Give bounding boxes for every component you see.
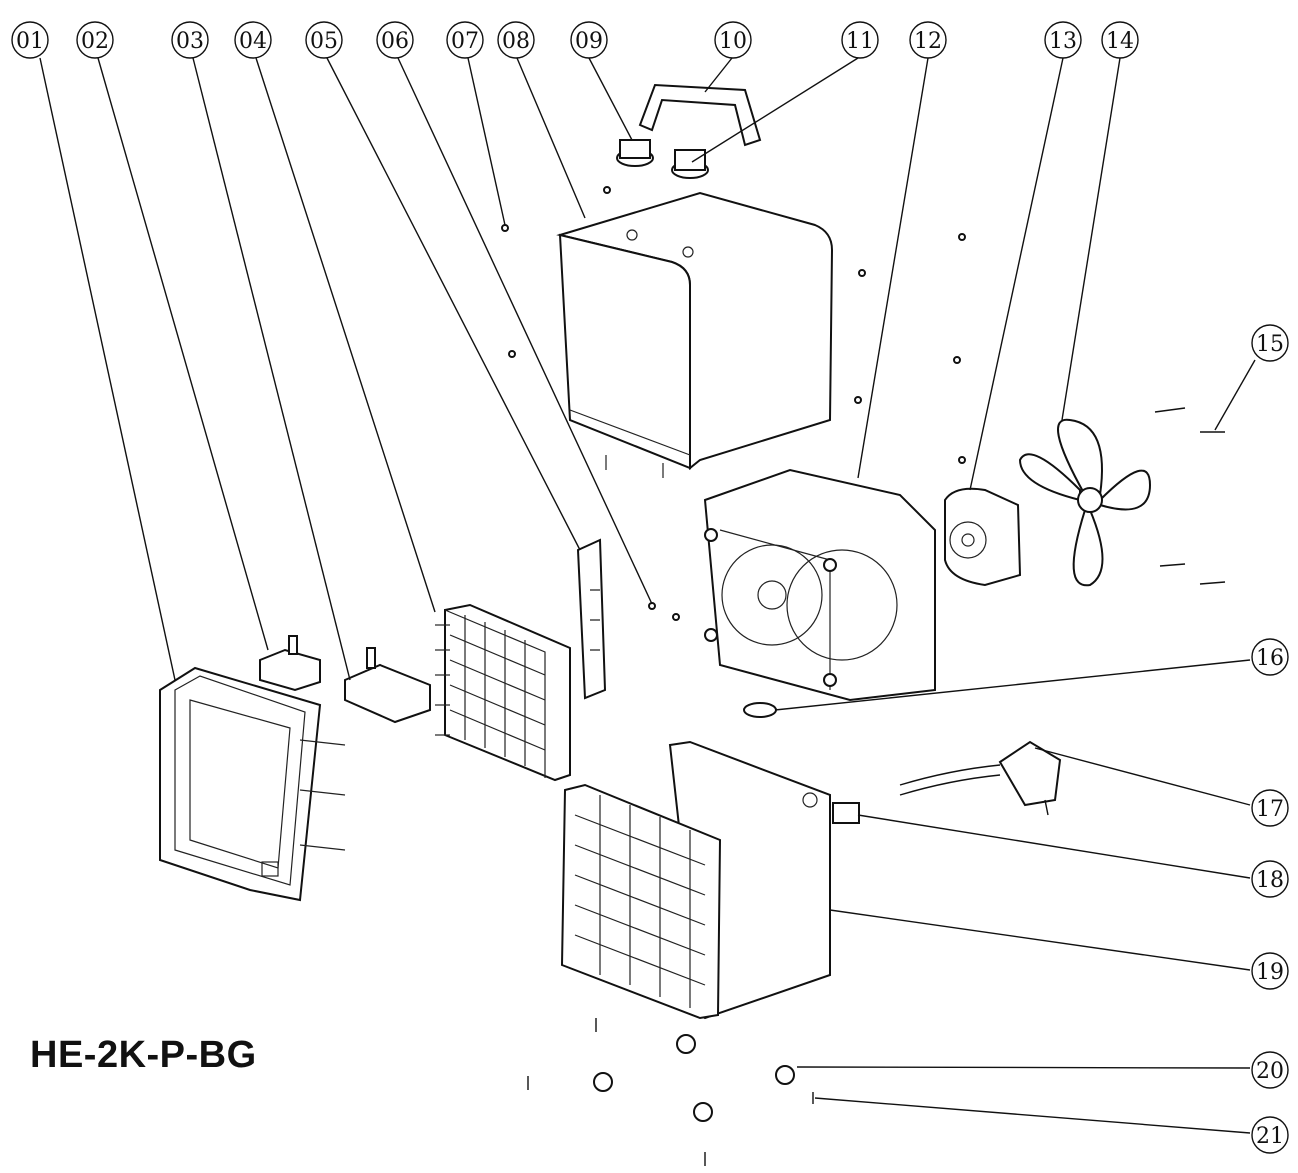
part-heating-element xyxy=(435,603,571,782)
callout-10: 10 xyxy=(714,21,752,59)
svg-text:10: 10 xyxy=(719,29,747,54)
svg-text:09: 09 xyxy=(575,29,603,54)
part-switch xyxy=(259,635,321,692)
svg-text:03: 03 xyxy=(176,29,204,54)
part-feet xyxy=(593,1034,795,1122)
part-fan-housing xyxy=(703,468,936,702)
svg-text:15: 15 xyxy=(1256,332,1284,357)
svg-text:11: 11 xyxy=(846,29,874,54)
callout-18: 18 xyxy=(1251,860,1289,898)
callout-14: 14 xyxy=(1101,21,1139,59)
part-fan-blade xyxy=(1018,418,1152,587)
part-knob-1 xyxy=(616,139,654,167)
part-grill-cage xyxy=(560,740,831,1020)
callout-02: 02 xyxy=(76,21,114,59)
svg-text:18: 18 xyxy=(1256,868,1284,893)
part-screws-bottom xyxy=(527,1018,814,1166)
svg-text:06: 06 xyxy=(381,29,409,54)
callout-11: 11 xyxy=(841,21,879,59)
callout-20: 20 xyxy=(1251,1051,1289,1089)
part-handle xyxy=(638,83,762,147)
svg-text:01: 01 xyxy=(16,29,44,54)
part-motor xyxy=(944,487,1022,587)
svg-text:05: 05 xyxy=(310,29,338,54)
callout-07: 07 xyxy=(446,21,484,59)
part-thermostat xyxy=(344,647,431,724)
part-screws-small xyxy=(648,602,680,621)
svg-text:02: 02 xyxy=(81,29,109,54)
callout-17: 17 xyxy=(1251,789,1289,827)
callout-08: 08 xyxy=(497,21,535,59)
svg-text:12: 12 xyxy=(914,29,942,54)
callout-21: 21 xyxy=(1251,1116,1289,1154)
callout-12: 12 xyxy=(909,21,947,59)
callout-19: 19 xyxy=(1251,952,1289,990)
part-top-housing xyxy=(556,191,834,471)
callout-06: 06 xyxy=(376,21,414,59)
svg-text:04: 04 xyxy=(239,29,267,54)
part-screws-fan xyxy=(1154,407,1226,585)
part-knob-2 xyxy=(671,149,709,179)
callout-13: 13 xyxy=(1044,21,1082,59)
part-thermal-cutout xyxy=(743,702,777,718)
svg-text:07: 07 xyxy=(451,29,479,54)
svg-text:17: 17 xyxy=(1256,797,1284,822)
svg-text:16: 16 xyxy=(1256,646,1284,671)
callout-03: 03 xyxy=(171,21,209,59)
callout-01: 01 xyxy=(11,21,49,59)
part-front-frame xyxy=(159,666,346,902)
part-bracket xyxy=(576,538,607,700)
callout-05: 05 xyxy=(305,21,343,59)
svg-text:08: 08 xyxy=(502,29,530,54)
leader-lines xyxy=(39,57,1256,1134)
callout-15: 15 xyxy=(1251,324,1289,362)
svg-text:14: 14 xyxy=(1106,29,1134,54)
svg-text:19: 19 xyxy=(1256,960,1284,985)
callout-16: 16 xyxy=(1251,638,1289,676)
svg-text:21: 21 xyxy=(1256,1124,1284,1149)
model-label: HE-2K-P-BG xyxy=(30,1034,257,1076)
callout-09: 09 xyxy=(570,21,608,59)
svg-text:20: 20 xyxy=(1256,1059,1284,1084)
part-connector xyxy=(832,802,860,824)
callout-04: 04 xyxy=(234,21,272,59)
svg-text:13: 13 xyxy=(1049,29,1077,54)
part-power-cord xyxy=(899,740,1062,816)
